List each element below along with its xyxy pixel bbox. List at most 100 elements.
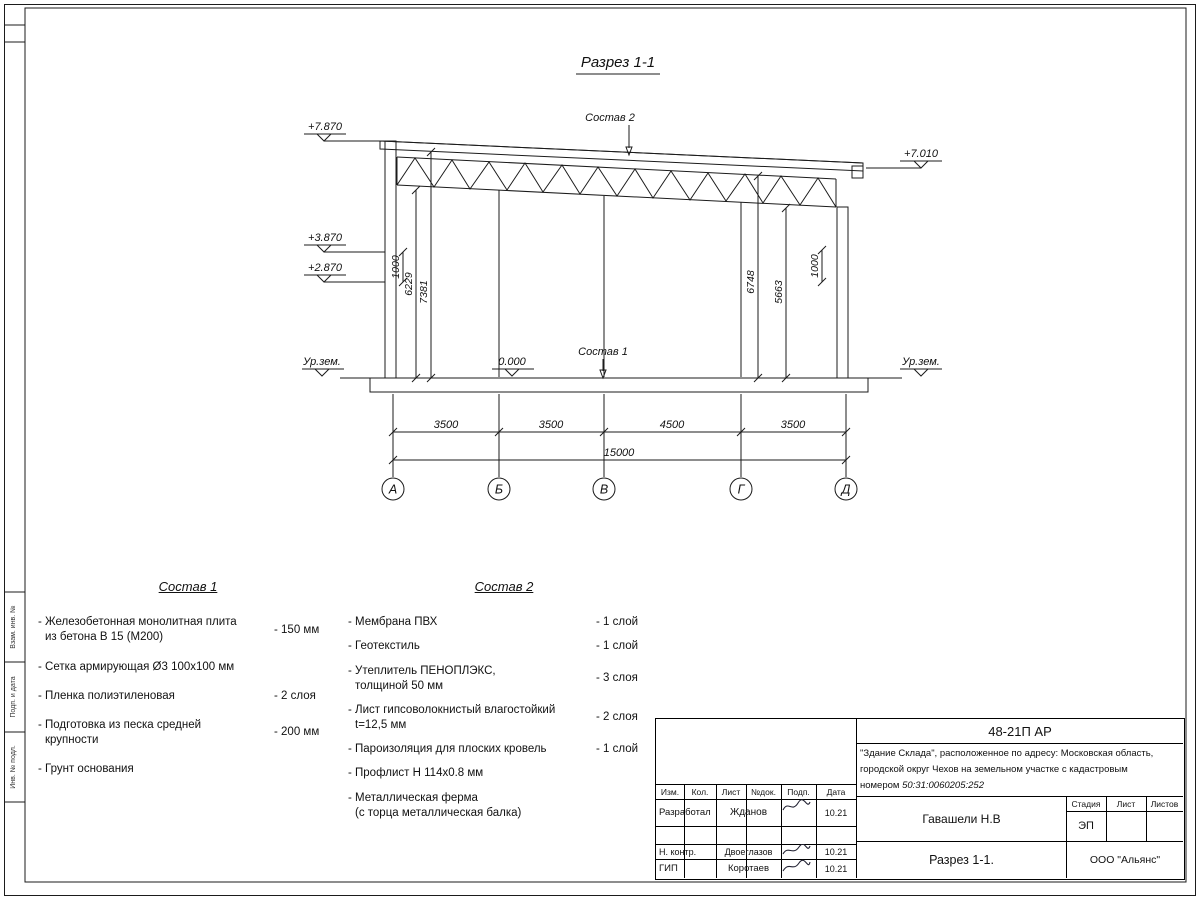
item-value: - 1 слой <box>596 616 639 629</box>
elevation-top-left-value: +7.870 <box>308 121 343 133</box>
dim-left-7381: 7381 <box>418 280 430 303</box>
tb-line <box>716 784 717 878</box>
project-line-1: "Здание Склада", расположенное по адресу… <box>860 747 1154 759</box>
item-value: - 150 мм <box>274 623 320 636</box>
item-value: - 1 слой <box>596 640 639 653</box>
tb-line <box>856 743 1183 744</box>
tb-line <box>856 719 857 878</box>
sostav2-heading: Состав 2 <box>474 579 534 594</box>
axis-label-a: А <box>388 483 397 497</box>
signature <box>781 859 816 878</box>
ground-level-right-label: Ур.зем. <box>901 356 940 368</box>
project-line-3-prefix: номером <box>860 779 903 791</box>
list-item: - Пароизоляция для плоских кровель - 1 с… <box>348 742 660 757</box>
dim-span-2: 3500 <box>539 419 564 431</box>
item-text: - Пленка полиэтиленовая <box>38 689 175 702</box>
item-value: - 2 слоя <box>274 689 316 702</box>
ground-level-right: Ур.зем. <box>900 356 942 377</box>
vertical-dimensions: 1000 6229 7381 6748 5663 1000 <box>390 147 827 383</box>
elevation-zero: 0.000 <box>492 356 534 377</box>
dim-span-3: 4500 <box>660 419 685 431</box>
tb-line <box>1066 796 1067 878</box>
signature-scribble <box>782 844 811 855</box>
section-title: Разрез 1-1 <box>576 54 660 75</box>
sheets-label: Листов <box>1150 798 1179 809</box>
tb-line <box>1066 811 1183 812</box>
item-value: - 1 слой <box>596 743 639 756</box>
sostav2-ref-label: Состав 2 <box>585 112 635 124</box>
item-text: - Мембрана ПВХ <box>348 616 438 629</box>
margin-stamps: Взам. инв. № Подп. и дата Инв. № подл. <box>10 605 17 788</box>
signature <box>781 799 816 826</box>
dim-span-1: 3500 <box>434 419 459 431</box>
row-name: Жданов <box>729 807 768 818</box>
tb-line <box>816 784 817 878</box>
item-text: - Профлист Н 114x0.8 мм <box>348 767 484 780</box>
sostav2-list: Состав 2 - Мембрана ПВХ - 1 слой - Геоте… <box>348 578 660 830</box>
item-value <box>274 762 338 777</box>
margin-stamp-1: Взам. инв. № <box>10 605 17 648</box>
approver-name: Гавашели Н.В <box>922 812 1001 826</box>
drawing-name: Разрез 1-1. <box>929 853 994 867</box>
list-item: - Пленка полиэтиленовая - 2 слоя <box>38 689 338 704</box>
roof-truss <box>396 156 837 208</box>
tb-line <box>1146 796 1147 841</box>
elevation-zero-value: 0.000 <box>498 356 526 368</box>
project-description: "Здание Склада", расположенное по адресу… <box>860 744 1180 795</box>
item-text: из бетона В 15 (М200) <box>45 631 164 644</box>
row-date: 10.21 <box>824 807 848 818</box>
dim-total: 15000 <box>604 447 635 459</box>
item-text: (с торца металлическая балка) <box>355 806 522 819</box>
item-value: - 200 мм <box>274 726 320 739</box>
elevation-mid-left-1: +3.870 <box>304 232 385 253</box>
axis-bubbles: А Б В Г Д <box>381 477 858 501</box>
elevation-mid-left-1-value: +3.870 <box>308 232 343 244</box>
item-value: - 2 слоя <box>596 711 638 724</box>
item-text: - Пароизоляция для плоских кровель <box>348 743 547 756</box>
axis-label-g: Г <box>738 483 746 497</box>
signature <box>781 844 816 859</box>
list-item: - Геотекстиль - 1 слой <box>348 639 660 654</box>
row-date: 10.21 <box>824 846 848 857</box>
elevation-mid-left-2-value: +2.870 <box>308 262 343 274</box>
axis-label-d: Д <box>840 483 851 497</box>
col-header-data: Дата <box>826 786 846 797</box>
dim-span-4: 3500 <box>781 419 806 431</box>
dim-right-6748: 6748 <box>745 270 757 294</box>
item-text: - Железобетонная монолитная плита <box>38 616 237 629</box>
item-value: - 3 слоя <box>596 672 638 685</box>
col-header-izm: Изм. <box>660 786 680 797</box>
company-name: ООО "Альянс" <box>1089 854 1161 866</box>
elevation-marks: +7.870 +3.870 +2.870 Ур.зем. 0.000 <box>302 121 942 377</box>
sostav1-ref-label: Состав 1 <box>578 346 628 358</box>
margin-stamp-2: Подп. и дата <box>10 676 17 717</box>
list-item: - Металлическая ферма (с торца металличес… <box>348 791 660 821</box>
item-text: - Подготовка из песка средней <box>38 718 202 731</box>
dim-right-1000: 1000 <box>809 254 821 278</box>
floor-slab <box>340 377 902 393</box>
signature-scribble <box>782 859 811 872</box>
row-date: 10.21 <box>824 863 848 874</box>
item-text: - Сетка армирующая Ø3 100x100 мм <box>38 660 235 673</box>
item-value <box>596 766 660 781</box>
signature-scribble <box>782 799 811 811</box>
axis-label-v: В <box>600 483 608 497</box>
item-text: - Грунт основания <box>38 763 134 776</box>
item-text: - Утеплитель ПЕНОПЛЭКС, <box>348 664 496 677</box>
tb-line <box>781 784 782 878</box>
sostav1-heading: Состав 1 <box>158 579 218 594</box>
sheet-label: Лист <box>1116 798 1136 809</box>
roof-deck <box>379 140 864 179</box>
elevation-top-left: +7.870 <box>304 121 384 142</box>
item-text: t=12,5 мм <box>355 719 407 732</box>
col-header-podp: Подп. <box>787 786 810 797</box>
row-name: Двоеглазов <box>724 846 773 857</box>
doc-number: 48-21П АР <box>988 723 1052 739</box>
item-text: - Геотекстиль <box>348 640 420 653</box>
item-text: - Металлическая ферма <box>348 791 478 804</box>
tb-line <box>656 799 856 800</box>
